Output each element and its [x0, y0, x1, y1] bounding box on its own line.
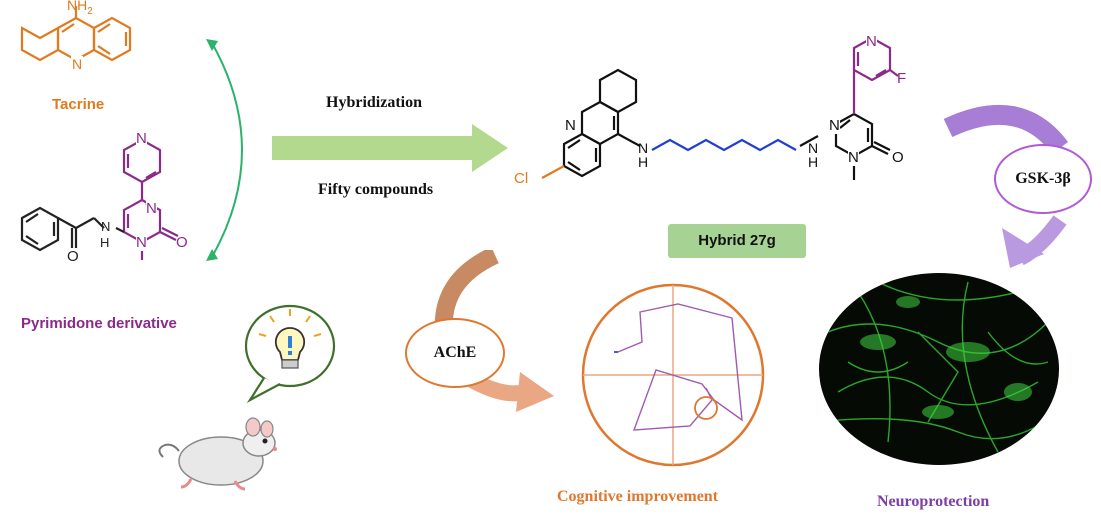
- hybrid-27g-badge: Hybrid 27g: [668, 224, 806, 258]
- hybrid-o-label: O: [892, 149, 904, 166]
- gsk-arrow: [943, 104, 1069, 268]
- hybrid-f-label: F: [897, 70, 907, 87]
- tacrine-nh2-label: NH2: [67, 0, 93, 17]
- tacrine-structure: [20, 6, 132, 62]
- cognitive-improvement-label: Cognitive improvement: [557, 488, 719, 505]
- hybridization-arrow: [272, 124, 508, 172]
- tacrine-n-label: N: [71, 56, 84, 72]
- pyrimidone-title: Pyrimidone derivative: [21, 315, 177, 332]
- tacrine-title: Tacrine: [52, 96, 105, 113]
- hybrid-pyridine-n: N: [866, 33, 877, 50]
- hybridization-label: Hybridization: [326, 94, 423, 111]
- hybrid-left-h: H: [638, 154, 649, 170]
- hybrid-pyrimidine-n-top: N: [829, 117, 840, 134]
- pyrimidone-n-bottom: N: [136, 234, 147, 251]
- pyrimidone-nh-h: H: [100, 235, 110, 250]
- tacrine-nh-text: NH: [67, 0, 88, 13]
- pyrimidone-carbonyl-o: O: [176, 234, 188, 251]
- hybrid-27g-structure: [541, 36, 899, 180]
- fifty-compounds-label: Fifty compounds: [318, 181, 434, 198]
- pyrimidone-nh-label: N: [101, 220, 110, 233]
- hybrid-ring-n: N: [565, 117, 576, 134]
- hybrid-pyrimidine-n-bottom: N: [848, 149, 859, 166]
- pyrimidone-n-left: N: [146, 200, 157, 217]
- lightbulb-icon: [244, 304, 336, 403]
- mouse-icon: [158, 417, 277, 491]
- hybrid-cl-label: Cl: [514, 170, 529, 187]
- gsk-target-bubble: GSK-3β: [994, 144, 1092, 214]
- pyrimidone-structure: [20, 138, 179, 260]
- pyrimidone-nh-n: N: [101, 219, 111, 234]
- tacrine-nh2-sub: 2: [87, 5, 93, 17]
- hybrid-right-h: H: [808, 154, 819, 170]
- comparison-double-arrow: [206, 39, 243, 261]
- water-maze-icon: [581, 283, 765, 467]
- neuron-micrograph-icon: [819, 273, 1059, 465]
- pyrimidone-ketone-o: O: [67, 248, 79, 265]
- pyrimidone-n-top: N: [136, 130, 147, 147]
- ache-target-bubble: AChE: [405, 318, 505, 388]
- neuroprotection-label: Neuroprotection: [877, 493, 990, 510]
- hybrid-right-n: N: [808, 140, 819, 156]
- hybrid-left-n: N: [638, 140, 649, 156]
